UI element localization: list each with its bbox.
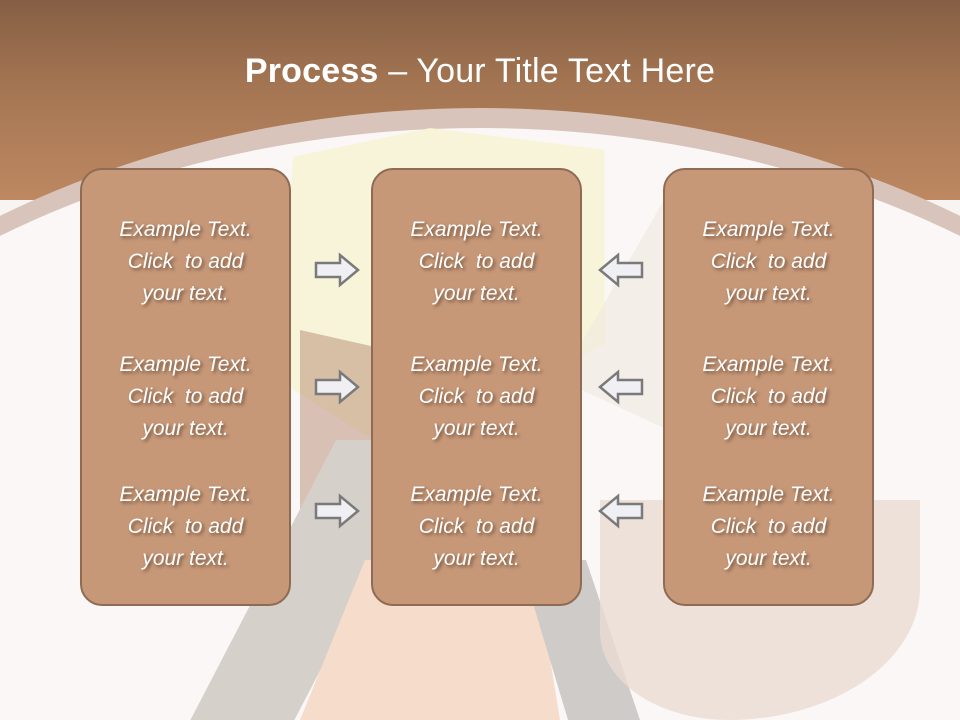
text-line: Click to add	[418, 515, 535, 538]
title-bold: Process	[244, 52, 379, 90]
text-line: your text.	[433, 547, 520, 570]
text-line: Example Text.	[119, 218, 252, 241]
text-block[interactable]: Example Text. Click to add your text.	[82, 214, 289, 310]
text-line: Example Text.	[702, 353, 835, 376]
text-line: Click to add	[418, 250, 535, 273]
arrow-right-icon	[314, 493, 360, 529]
arrow-right-icon	[314, 252, 360, 288]
text-line: your text.	[725, 417, 812, 440]
text-line: Click to add	[127, 515, 244, 538]
text-line: Example Text.	[410, 353, 543, 376]
arrow-left-icon	[598, 252, 644, 288]
process-box-center[interactable]: Example Text. Click to add your text. Ex…	[371, 168, 582, 606]
text-block[interactable]: Example Text. Click to add your text.	[665, 214, 872, 310]
text-line: Click to add	[418, 385, 535, 408]
text-block[interactable]: Example Text. Click to add your text.	[373, 349, 580, 445]
text-block[interactable]: Example Text. Click to add your text.	[665, 349, 872, 445]
arrow-left-icon	[598, 493, 644, 529]
text-block[interactable]: Example Text. Click to add your text.	[82, 349, 289, 445]
text-line: Example Text.	[702, 483, 835, 506]
text-line: Example Text.	[410, 483, 543, 506]
text-line: your text.	[433, 282, 520, 305]
text-line: Click to add	[710, 385, 827, 408]
text-line: your text.	[142, 282, 229, 305]
text-line: Example Text.	[119, 353, 252, 376]
text-line: Click to add	[710, 515, 827, 538]
text-line: your text.	[725, 547, 812, 570]
text-line: your text.	[433, 417, 520, 440]
text-line: Click to add	[710, 250, 827, 273]
arrow-left-icon	[598, 369, 644, 405]
text-line: Click to add	[127, 250, 244, 273]
process-box-right[interactable]: Example Text. Click to add your text. Ex…	[663, 168, 874, 606]
process-box-left[interactable]: Example Text. Click to add your text. Ex…	[80, 168, 291, 606]
text-block[interactable]: Example Text. Click to add your text.	[373, 214, 580, 310]
text-line: your text.	[142, 547, 229, 570]
text-line: Click to add	[127, 385, 244, 408]
slide-title[interactable]: Process – Your Title Text Here	[0, 52, 960, 91]
text-line: Example Text.	[410, 218, 543, 241]
text-line: your text.	[142, 417, 229, 440]
text-line: your text.	[725, 282, 812, 305]
text-block[interactable]: Example Text. Click to add your text.	[373, 479, 580, 575]
text-block[interactable]: Example Text. Click to add your text.	[665, 479, 872, 575]
arrow-right-icon	[314, 369, 360, 405]
text-line: Example Text.	[119, 483, 252, 506]
title-rest: – Your Title Text Here	[378, 52, 716, 90]
text-line: Example Text.	[702, 218, 835, 241]
text-block[interactable]: Example Text. Click to add your text.	[82, 479, 289, 575]
